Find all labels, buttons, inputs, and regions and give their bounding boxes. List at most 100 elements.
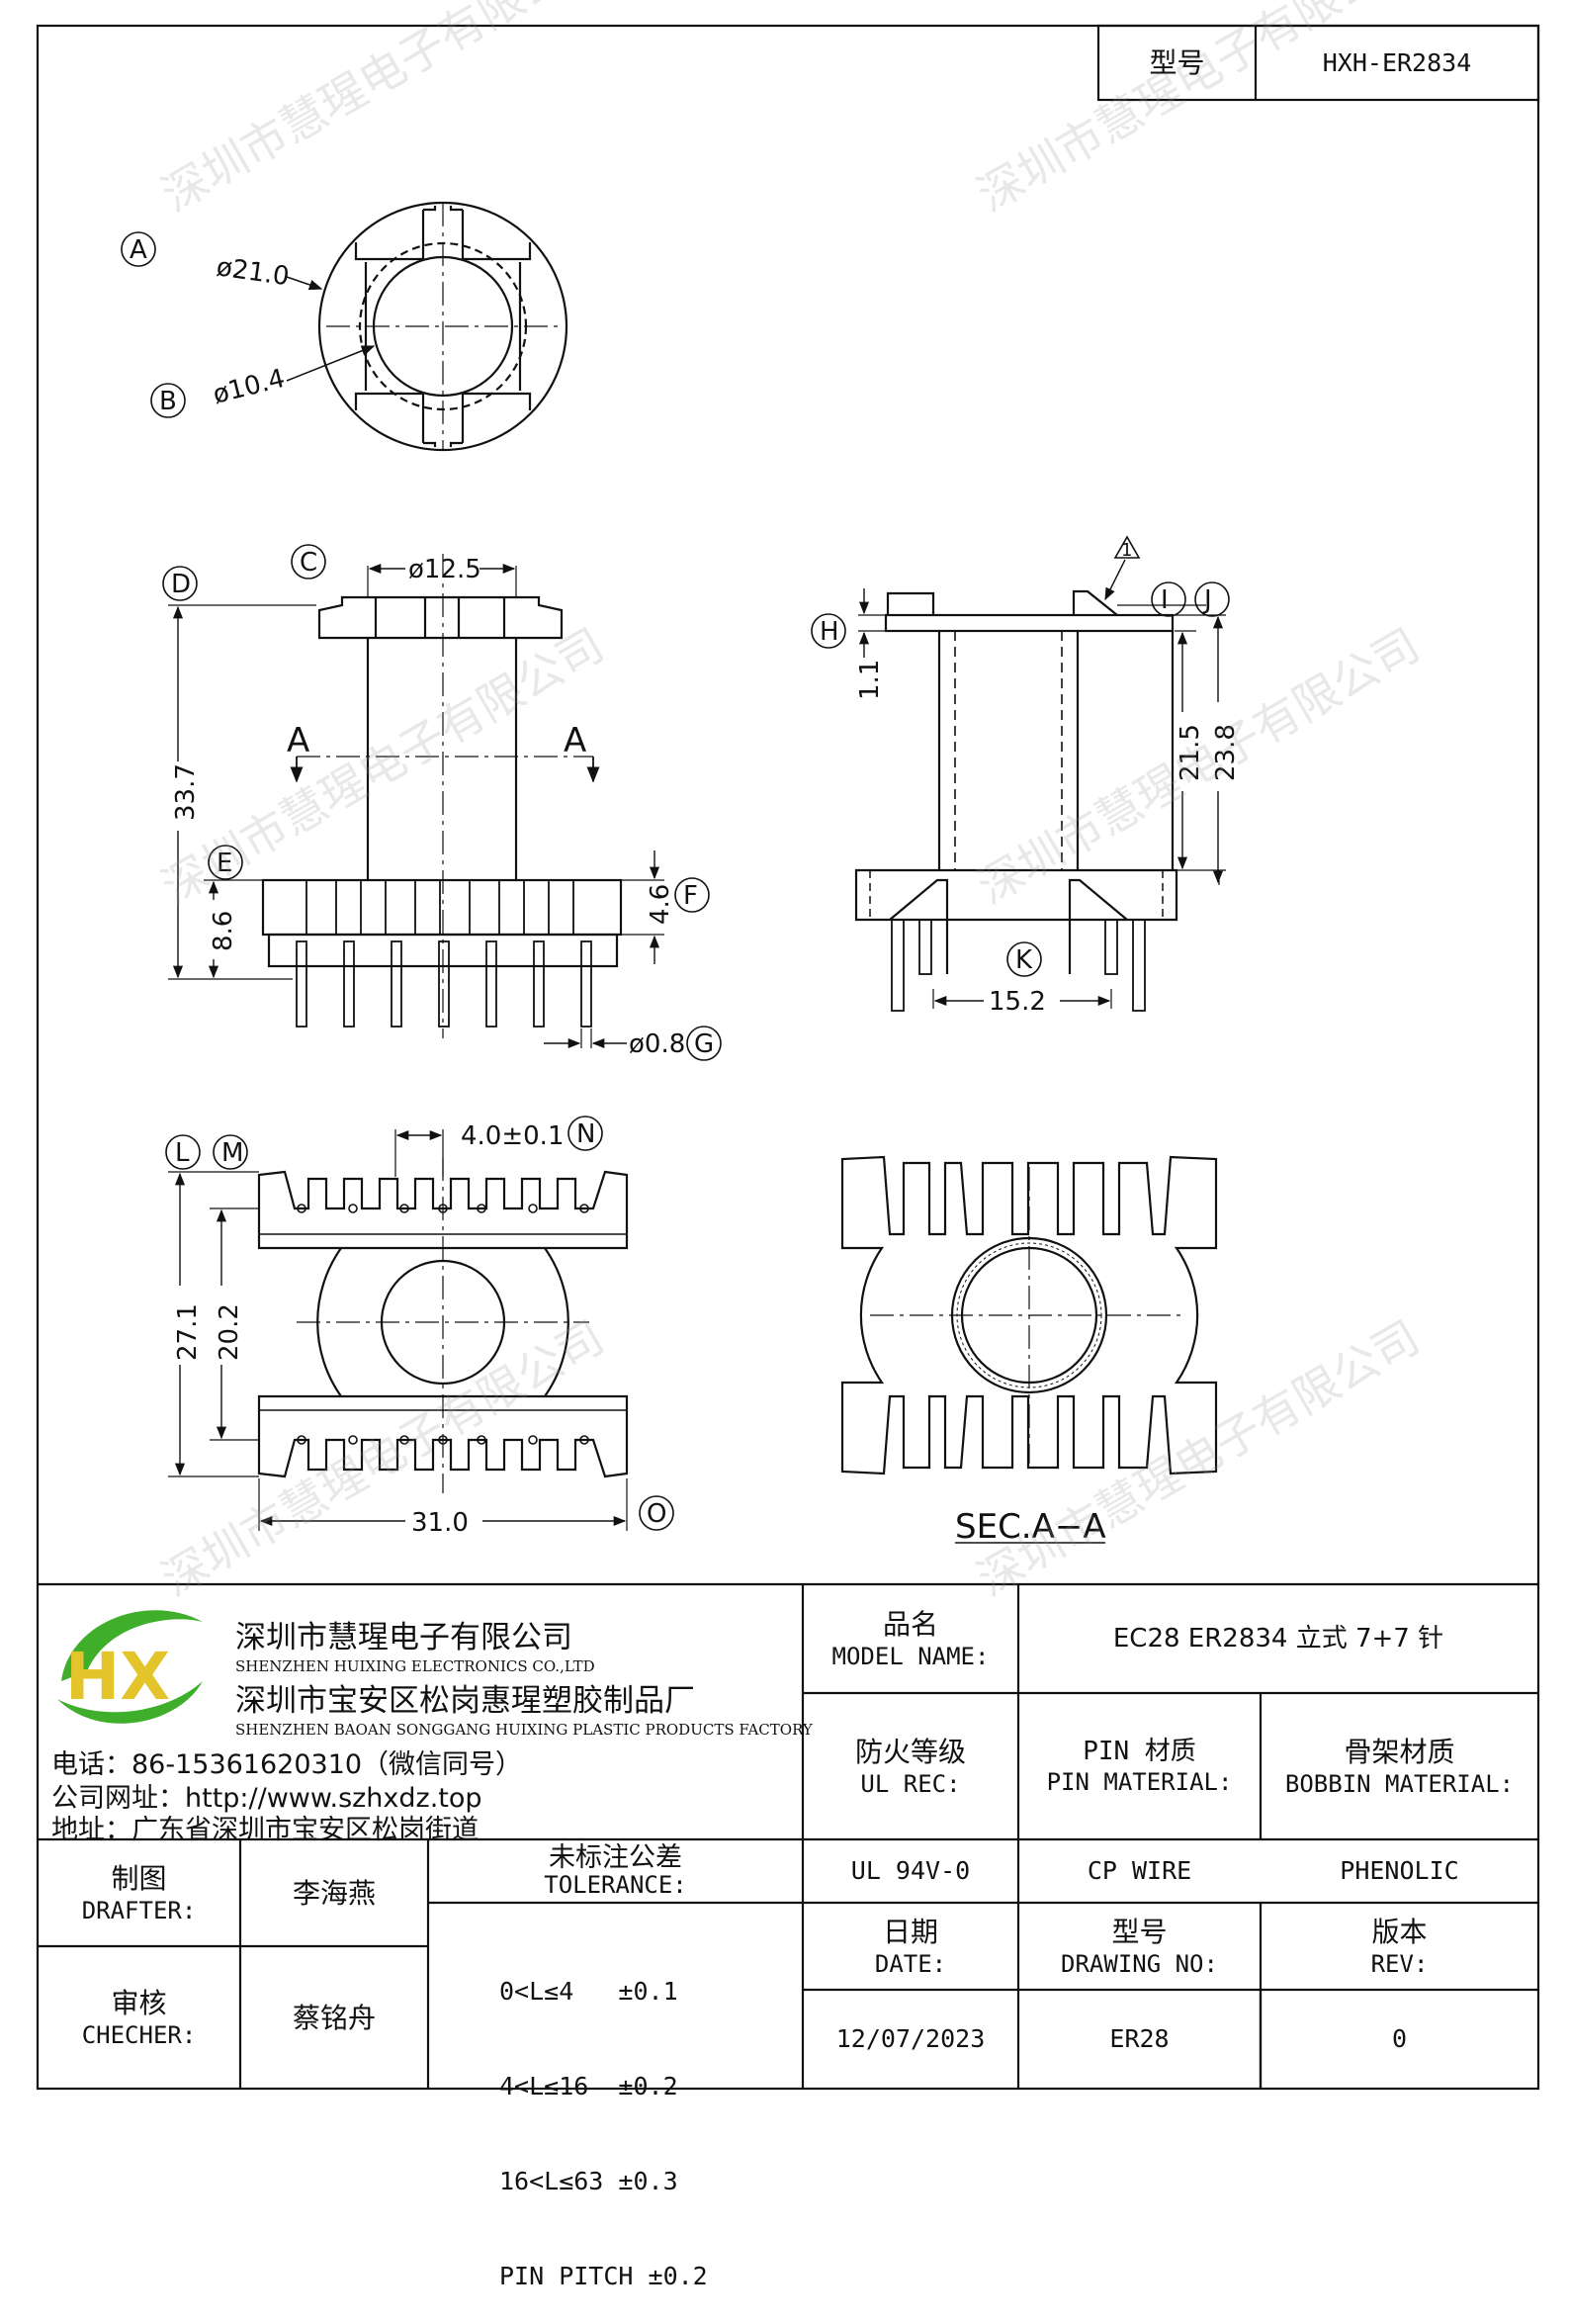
- label-L: L: [175, 1138, 190, 1168]
- checker-cn: 审核: [111, 1986, 167, 2019]
- tolerance-line: 0<L≤4 ±0.1: [499, 1977, 678, 2006]
- label-B: B: [159, 387, 177, 416]
- company-name-cn: 深圳市慧瑆电子有限公司: [235, 1620, 572, 1655]
- checker-value: 蔡铭舟: [292, 2001, 376, 2034]
- dim-h46: 4.6: [646, 884, 675, 925]
- section-aa-view: [840, 1155, 1218, 1544]
- section-label-left: A: [287, 721, 309, 760]
- rev-cn: 版本: [1371, 1915, 1428, 1948]
- date-en: DATE:: [874, 1949, 947, 1978]
- pin-cn: PIN 材质: [1083, 1736, 1196, 1766]
- label-F: F: [683, 881, 698, 911]
- drawing-sheet: A B ø21.0 ø10.4 C D E F G ø12.5 33.7 8.6…: [36, 0, 1540, 2290]
- label-M: M: [221, 1138, 243, 1168]
- label-J: J: [1202, 585, 1212, 615]
- dim-w310: 31.0: [411, 1508, 469, 1538]
- bottom-view: [165, 1116, 674, 1531]
- tolerance-header: 未标注公差 TOLERANCE:: [428, 1839, 803, 1903]
- frame-border: [36, 24, 1540, 2091]
- rev-en: REV:: [1370, 1949, 1429, 1978]
- label-C: C: [300, 548, 317, 578]
- drafter-header: 制图 DRAFTER:: [38, 1839, 240, 1946]
- drafter-en: DRAFTER:: [81, 1896, 197, 1924]
- date-header: 日期 DATE:: [803, 1903, 1018, 1990]
- bobbin-en: BOBBIN MATERIAL:: [1284, 1769, 1515, 1798]
- label-D: D: [171, 570, 191, 599]
- ul-value: UL 94V-0: [850, 1856, 971, 1886]
- dim-d125: ø12.5: [408, 555, 481, 584]
- checker-header: 审核 CHECHER:: [38, 1946, 240, 2089]
- header-box: [1096, 24, 1540, 102]
- model-name-value: EC28 ER2834 立式 7+7 针: [1112, 1623, 1444, 1654]
- factory-name-en: SHENZHEN BAOAN SONGGANG HUIXING PLASTIC …: [235, 1721, 813, 1739]
- dim-h337: 33.7: [171, 763, 201, 821]
- factory-name-cn: 深圳市宝安区松岗惠瑆塑胶制品厂: [235, 1683, 695, 1719]
- drawing-no-value: ER28: [1109, 2024, 1170, 2054]
- callout-B: [150, 383, 186, 418]
- company-logo: HX: [57, 1610, 203, 1724]
- label-E: E: [217, 849, 232, 878]
- rev-header: 版本 REV:: [1261, 1903, 1538, 1990]
- logo-text: HX: [65, 1639, 170, 1715]
- rev-value: 0: [1391, 2024, 1408, 2054]
- checker-en: CHECHER:: [81, 2020, 197, 2049]
- pin-header: PIN 材质 PIN MATERIAL:: [1018, 1693, 1261, 1839]
- top-view: [121, 201, 568, 452]
- technical-drawing: A B ø21.0 ø10.4 C D E F G ø12.5 33.7 8.6…: [36, 24, 1540, 2091]
- ul-header: 防火等级 UL REC:: [803, 1693, 1018, 1839]
- tolerance-line: PIN PITCH ±0.2: [499, 2262, 708, 2290]
- model-value: HXH-ER2834: [1322, 47, 1472, 77]
- label-I: I: [1161, 585, 1169, 615]
- section-label-right: A: [564, 721, 586, 760]
- label-A: A: [130, 235, 147, 265]
- label-triangle-1: 1: [1121, 540, 1132, 561]
- drafter-cn: 制图: [111, 1861, 167, 1895]
- side-view: [811, 535, 1230, 1012]
- dim-h238: 23.8: [1211, 724, 1241, 781]
- date-value: 12/07/2023: [835, 2024, 986, 2054]
- dim-d08: ø0.8: [629, 1029, 685, 1059]
- dim-d104: ø10.4: [210, 364, 288, 410]
- dim-h215: 21.5: [1176, 724, 1205, 781]
- dim-h271: 27.1: [173, 1303, 203, 1361]
- dim-pitch: 4.0±0.1: [461, 1121, 564, 1151]
- ul-cn: 防火等级: [854, 1735, 966, 1768]
- model-label: 型号: [1149, 46, 1205, 79]
- pin-value: CP WIRE: [1087, 1856, 1192, 1886]
- label-O: O: [647, 1499, 666, 1529]
- tolerance-cn: 未标注公差: [549, 1842, 682, 1874]
- dim-h86: 8.6: [209, 911, 238, 951]
- drawing-no-en: DRAWING NO:: [1061, 1949, 1218, 1978]
- model-name-header: 品名 MODEL NAME:: [803, 1584, 1018, 1693]
- bobbin-header: 骨架材质 BOBBIN MATERIAL:: [1261, 1693, 1538, 1839]
- label-H: H: [820, 617, 839, 647]
- date-cn: 日期: [882, 1915, 938, 1948]
- drawing-no-header: 型号 DRAWING NO:: [1018, 1903, 1261, 1990]
- dim-h202: 20.2: [215, 1303, 244, 1361]
- dim-h11: 1.1: [855, 660, 885, 700]
- company-website[interactable]: 公司网址：http://www.szhxdz.top: [51, 1783, 482, 1814]
- pin-en: PIN MATERIAL:: [1046, 1768, 1233, 1797]
- front-view: [162, 544, 722, 1061]
- bobbin-value: PHENOLIC: [1340, 1856, 1459, 1886]
- company-name-en: SHENZHEN HUIXING ELECTRONICS CO.,LTD: [235, 1657, 595, 1675]
- label-K: K: [1015, 945, 1033, 975]
- title-block-grid: [38, 1582, 1538, 2089]
- model-name-cn: 品名: [882, 1607, 938, 1641]
- ul-en: UL REC:: [860, 1769, 961, 1798]
- drawing-no-cn: 型号: [1111, 1915, 1168, 1948]
- company-address: 地址：广东省深圳市宝安区松岗街道: [51, 1815, 479, 1845]
- drafter-value: 李海燕: [292, 1876, 376, 1910]
- label-N: N: [576, 1119, 595, 1149]
- company-phone: 电话：86-15361620310（微信同号）: [51, 1749, 523, 1780]
- callout-A: [121, 231, 156, 267]
- section-title: SEC.A−A: [955, 1507, 1106, 1547]
- tolerance-line: 16<L≤63 ±0.3: [499, 2167, 678, 2195]
- label-G: G: [694, 1029, 714, 1059]
- dim-w152: 15.2: [989, 987, 1046, 1017]
- tolerance-list: 0<L≤4 ±0.1 4<L≤16 ±0.2 16<L≤63 ±0.3 PIN …: [499, 1913, 796, 2324]
- dim-d21: ø21.0: [215, 252, 291, 292]
- tolerance-en: TOLERANCE:: [544, 1870, 687, 1899]
- tolerance-line: 4<L≤16 ±0.2: [499, 2072, 678, 2101]
- bobbin-cn: 骨架材质: [1344, 1735, 1455, 1768]
